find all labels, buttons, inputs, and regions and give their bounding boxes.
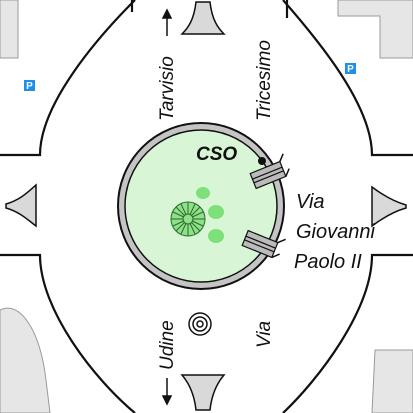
parking-icon: P	[345, 63, 356, 75]
curb-top-right	[282, 0, 413, 157]
parking-label: P	[347, 64, 354, 75]
arrow-up-icon	[161, 8, 173, 36]
pedestrian-crossing-icon	[241, 229, 286, 259]
building-top-left	[0, 0, 19, 59]
splitter-islands	[5, 1, 407, 411]
green-blob	[208, 229, 224, 243]
parking-label: P	[26, 81, 33, 92]
curb-bottom-left	[0, 253, 136, 413]
arrow-down-icon	[161, 378, 173, 406]
road-label-east-line-3: Paolo II	[294, 251, 362, 273]
road-label-tarvisio: Tarvisio	[157, 56, 178, 121]
green-blob	[196, 187, 210, 199]
cso-marker	[258, 157, 266, 165]
monument-icon	[188, 312, 212, 336]
road-label-via-south: Via	[254, 321, 275, 348]
curb-top-left	[0, 0, 136, 157]
road-label-east-line-2: Giovanni	[296, 221, 375, 243]
parking-icon: P	[24, 80, 35, 92]
splitter-west	[5, 183, 37, 228]
green-blob	[208, 205, 224, 219]
splitter-east	[371, 185, 407, 228]
tree-icon	[170, 201, 206, 237]
road-label-east-line-1: Via	[296, 191, 325, 213]
landmark-label-cso: CSO	[196, 144, 237, 165]
road-label-udine: Udine	[157, 320, 178, 370]
building-bottom-left	[0, 307, 51, 413]
road-label-tricesimo: Tricesimo	[254, 40, 275, 121]
building-bottom-right	[371, 349, 413, 413]
splitter-north	[180, 1, 226, 35]
roundabout-island	[117, 122, 285, 290]
curb-bottom-right	[282, 253, 413, 413]
pedestrian-crossing-icon	[249, 153, 290, 190]
splitter-south	[180, 374, 226, 411]
green-blobs	[196, 187, 224, 243]
building-top-right	[337, 0, 413, 59]
